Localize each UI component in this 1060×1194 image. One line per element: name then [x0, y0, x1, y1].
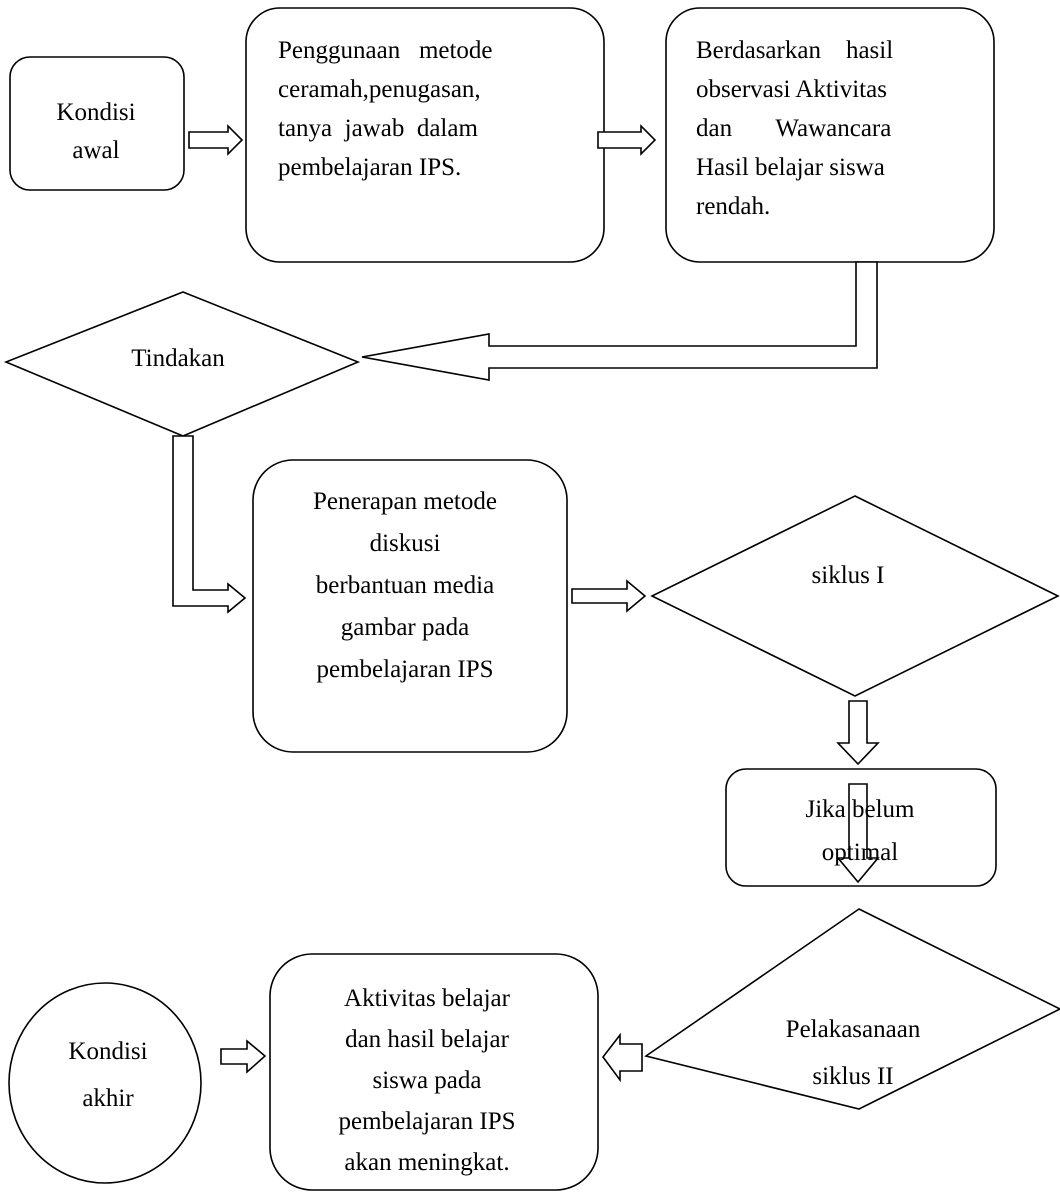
berdasarkan-box — [665, 7, 995, 263]
penggunaan-line-1: Penggunaan metode — [278, 37, 493, 64]
penggunaan-line-4: pembelajaran IPS. — [278, 154, 461, 181]
kondisi-awal-box — [9, 56, 185, 191]
arrow-siklus1-to-jika — [836, 700, 880, 766]
tindakan-label: Tindakan — [131, 345, 225, 372]
kondisi-akhir-circle — [8, 982, 202, 1184]
kondisi-awal-line-2: awal — [72, 137, 119, 164]
jika-belum-line-1: Jika belum — [805, 796, 915, 823]
penerapan-box — [252, 459, 568, 753]
berdasarkan-line-3: dan Wawancara — [696, 115, 891, 142]
penerapan-line-2: diskusi — [370, 530, 441, 557]
aktivitas-line-2: dan hasil belajar — [345, 1026, 509, 1053]
penerapan-line-1: Penerapan metode — [313, 488, 497, 515]
arrow-penerapan-to-siklus1 — [571, 579, 647, 613]
pelaksanaan-line-1: Pelakasanaan — [786, 1016, 921, 1043]
arrow-penggunaan-to-berdasarkan — [597, 124, 657, 156]
berdasarkan-line-1: Berdasarkan hasil — [696, 37, 893, 64]
penggunaan-line-2: ceramah,penugasan, — [278, 76, 481, 103]
berdasarkan-line-5: rendah. — [696, 193, 770, 220]
aktivitas-line-4: pembelajaran IPS — [338, 1108, 515, 1135]
arrow-awal-to-penggunaan — [188, 124, 244, 156]
penerapan-line-4: gambar pada — [341, 614, 469, 641]
arrow-jika-to-pelaksanaan — [836, 783, 880, 884]
jika-belum-line-2: optimal — [822, 839, 898, 866]
arrow-pelaksanaan-to-aktivitas — [601, 1032, 643, 1083]
penggunaan-line-3: tanya jawab dalam — [278, 115, 478, 142]
arrow-akhir-to-aktivitas — [220, 1039, 267, 1074]
arrow-tindakan-to-penerapan — [172, 435, 247, 614]
aktivitas-line-3: siswa pada — [373, 1067, 482, 1094]
aktivitas-box — [269, 953, 599, 1191]
siklus1-label: siklus I — [812, 562, 885, 589]
kondisi-akhir-line-1: Kondisi — [68, 1038, 147, 1065]
berdasarkan-line-4: Hasil belajar siswa — [696, 154, 885, 181]
kondisi-awal-line-1: Kondisi — [56, 99, 135, 126]
kondisi-akhir-line-2: akhir — [82, 1085, 134, 1112]
siklus1-diamond — [650, 495, 1060, 697]
penerapan-line-5: pembelajaran IPS — [316, 656, 493, 683]
berdasarkan-line-2: observasi Aktivitas — [696, 76, 887, 103]
pelaksanaan-line-2: siklus II — [812, 1063, 893, 1090]
arrow-berdasarkan-to-tindakan — [361, 261, 878, 381]
aktivitas-line-1: Aktivitas belajar — [344, 985, 511, 1012]
aktivitas-line-5: akan meningkat. — [344, 1149, 509, 1176]
pelaksanaan-diamond — [644, 908, 1060, 1110]
penerapan-line-3: berbantuan media — [316, 572, 494, 599]
